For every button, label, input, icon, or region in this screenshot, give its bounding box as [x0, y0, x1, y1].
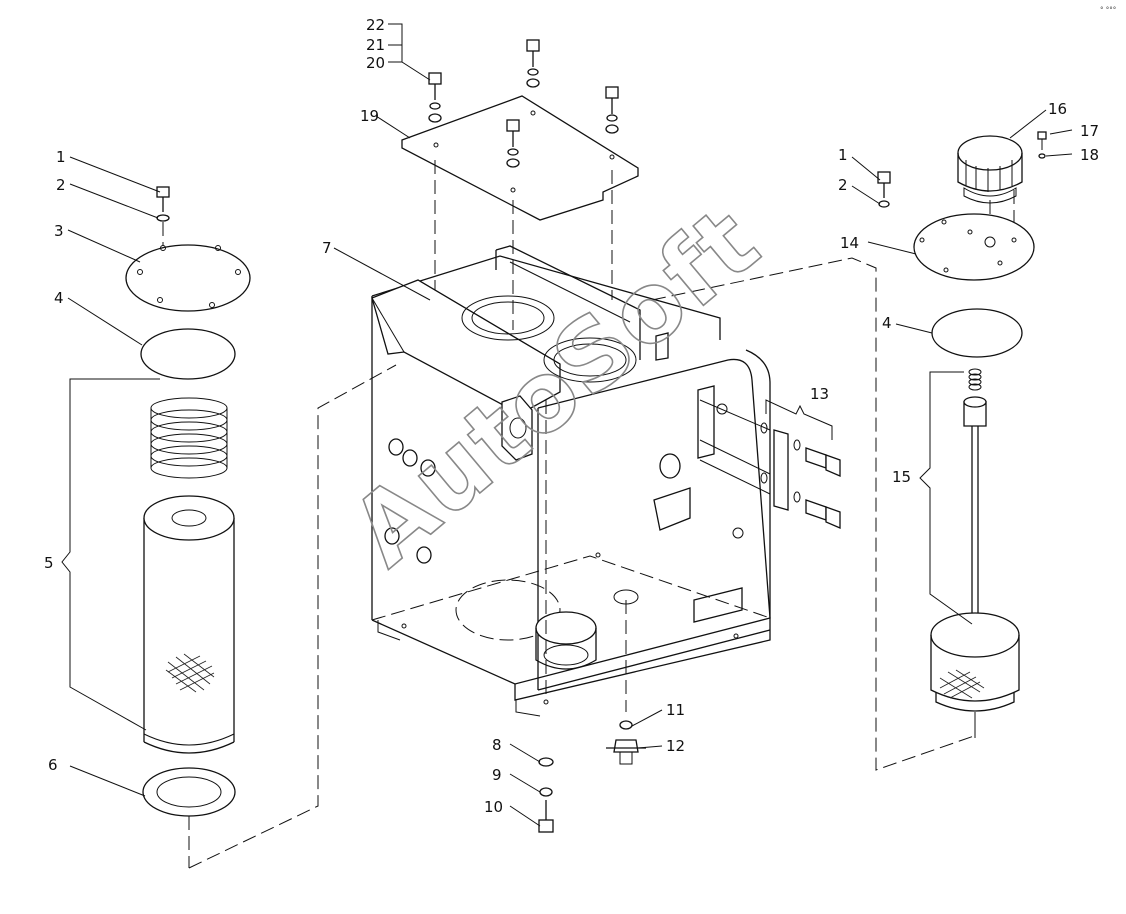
cover-plate-part-19	[401, 95, 639, 221]
float-canister	[930, 612, 1020, 712]
spring-left	[150, 397, 228, 479]
label-2-right: 2	[838, 176, 848, 194]
filter-element-part-5	[143, 495, 235, 754]
bolts-part-20-22	[428, 39, 619, 168]
gasket-part-4-right	[931, 308, 1023, 358]
label-15: 15	[892, 468, 911, 486]
label-17: 17	[1080, 122, 1099, 140]
cover-plate-part-3	[125, 244, 251, 312]
part-number-labels: 1 2 3 4 5 6 7 8 9 10 11 12 13 14 15 16 1…	[44, 16, 1099, 816]
label-13: 13	[810, 385, 829, 403]
label-2-left: 2	[56, 176, 66, 194]
right-breather-assembly	[877, 131, 1047, 738]
label-16: 16	[1048, 100, 1067, 118]
label-4-left: 4	[54, 289, 64, 307]
label-11: 11	[666, 701, 685, 719]
label-12: 12	[666, 737, 685, 755]
float-rod-part-15	[963, 396, 987, 635]
top-cover-assembly	[401, 39, 639, 330]
cap-part-16	[957, 135, 1023, 204]
tank-housing-part-7	[371, 245, 975, 771]
label-4-right: 4	[882, 314, 892, 332]
corner-mark: ° °°°	[1100, 6, 1116, 14]
label-22: 22	[366, 16, 385, 34]
label-21: 21	[366, 36, 385, 54]
label-5: 5	[44, 554, 54, 572]
plate-part-14	[913, 213, 1035, 281]
leader-lines	[67, 23, 1073, 827]
label-1-right: 1	[838, 146, 848, 164]
label-20: 20	[366, 54, 385, 72]
label-18: 18	[1080, 146, 1099, 164]
label-10: 10	[484, 798, 503, 816]
label-3: 3	[54, 222, 64, 240]
label-8: 8	[492, 736, 502, 754]
gasket-part-6	[142, 767, 236, 817]
small-spring	[968, 368, 982, 391]
label-19: 19	[360, 107, 379, 125]
label-1-left: 1	[56, 148, 66, 166]
label-7: 7	[322, 239, 332, 257]
left-filter-assembly	[61, 186, 397, 869]
label-9: 9	[492, 766, 502, 784]
label-14: 14	[840, 234, 859, 252]
drain-hardware	[538, 720, 646, 833]
bolt-part-1-left	[156, 186, 170, 246]
gasket-part-4-left	[140, 328, 236, 380]
label-6: 6	[48, 756, 58, 774]
sight-gauge-part-13	[699, 399, 841, 529]
